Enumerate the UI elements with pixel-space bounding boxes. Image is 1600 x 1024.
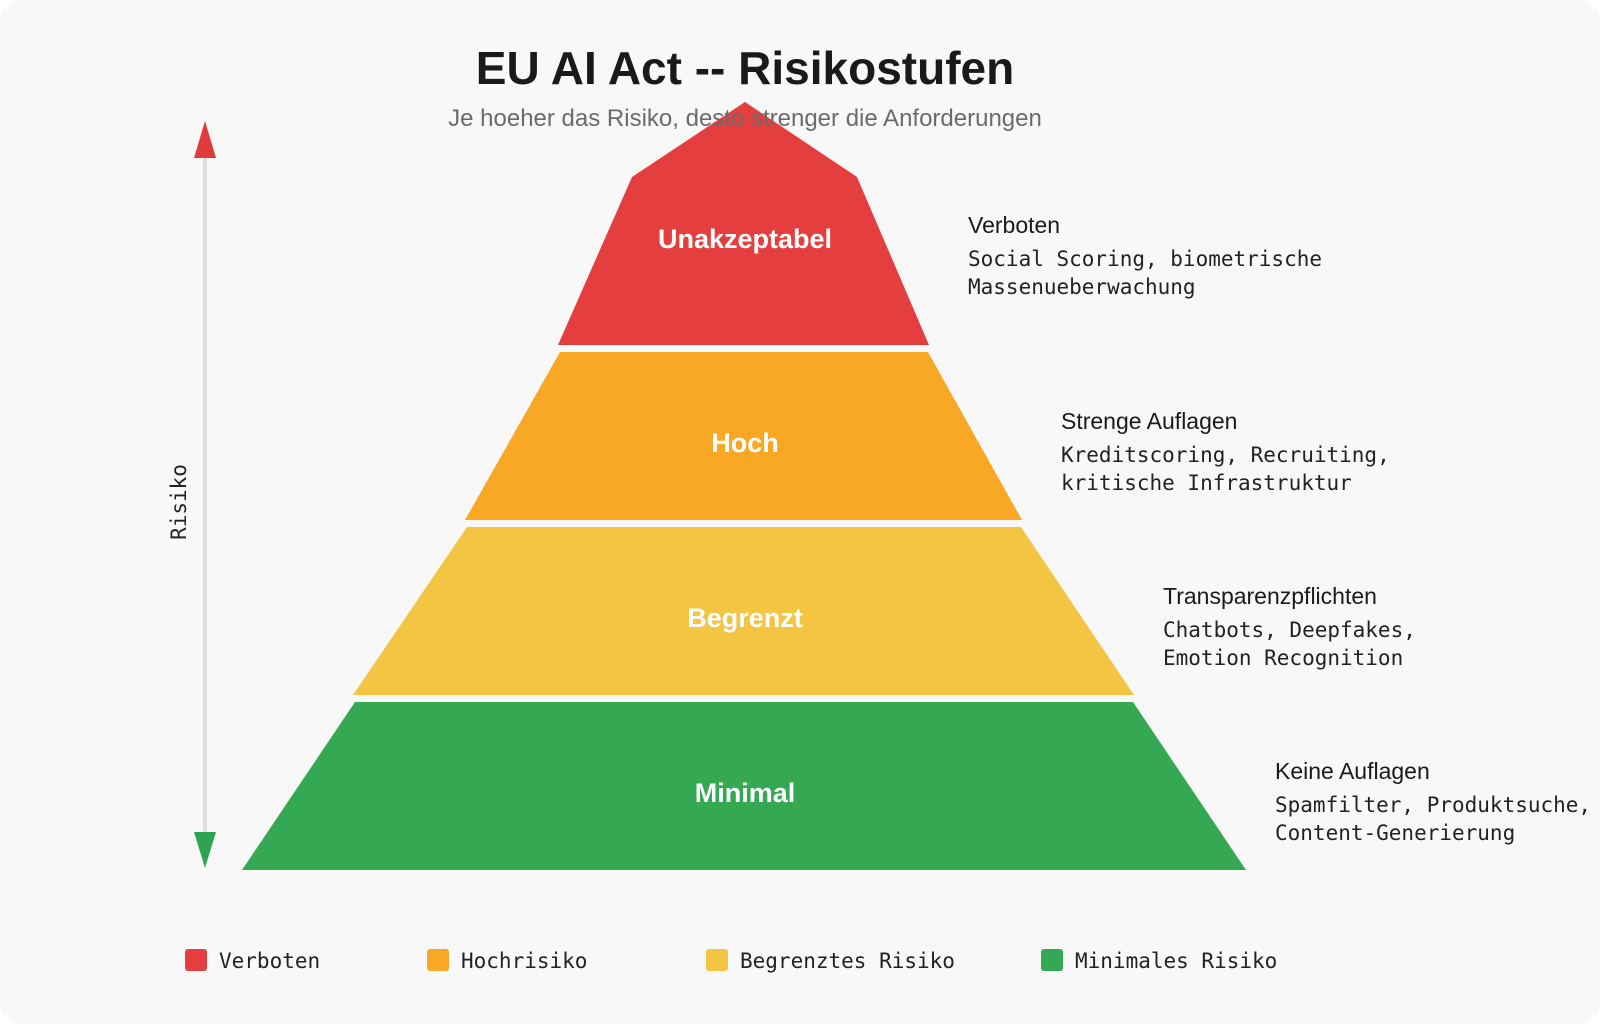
annotation-title: Strenge Auflagen	[1061, 408, 1237, 434]
risk-axis-label: Risiko	[167, 464, 191, 540]
annotation-hoch: Strenge Auflagen Kreditscoring, Recruiti…	[1061, 408, 1390, 495]
tier-label-hoch: Hoch	[711, 428, 779, 458]
annotation-title: Verboten	[968, 212, 1060, 238]
legend-item-hochrisiko: Hochrisiko	[427, 949, 587, 973]
legend-label: Begrenztes Risiko	[740, 949, 955, 973]
annotation-minimal: Keine Auflagen Spamfilter, Produktsuche,…	[1275, 758, 1591, 845]
annotation-desc-line: Spamfilter, Produktsuche,	[1275, 793, 1591, 817]
annotation-desc-line: Massenueberwachung	[968, 275, 1196, 299]
page-subtitle: Je hoeher das Risiko, desto strenger die…	[448, 105, 1042, 132]
annotation-desc-line: Social Scoring, biometrische	[968, 247, 1322, 271]
annotation-begrenzt: Transparenzpflichten Chatbots, Deepfakes…	[1163, 583, 1416, 670]
legend-swatch	[427, 949, 449, 971]
tier-label-unakzeptabel: Unakzeptabel	[658, 224, 832, 254]
annotation-unakzeptabel: Verboten Social Scoring, biometrische Ma…	[968, 212, 1322, 299]
legend-label: Hochrisiko	[461, 949, 587, 973]
annotation-desc-line: Kreditscoring, Recruiting,	[1061, 443, 1390, 467]
tier-band-hoch	[465, 352, 1022, 520]
legend-swatch	[185, 949, 207, 971]
legend-item-begrenztes-risiko: Begrenztes Risiko	[706, 949, 955, 973]
legend: Verboten Hochrisiko Begrenztes Risiko Mi…	[185, 949, 1277, 973]
legend-swatch	[706, 949, 728, 971]
page-title: EU AI Act -- Risikostufen	[476, 42, 1014, 94]
annotation-desc-line: Content-Generierung	[1275, 821, 1515, 845]
tier-band-minimal	[242, 702, 1246, 870]
legend-item-minimales-risiko: Minimales Risiko	[1041, 949, 1277, 973]
legend-label: Verboten	[219, 949, 320, 973]
pyramid-apex-overlay	[740, 102, 750, 106]
legend-swatch	[1041, 949, 1063, 971]
legend-label: Minimales Risiko	[1075, 949, 1277, 973]
annotation-title: Transparenzpflichten	[1163, 583, 1377, 609]
risk-axis: Risiko	[167, 121, 216, 868]
annotation-desc-line: kritische Infrastruktur	[1061, 471, 1352, 495]
annotation-desc-line: Emotion Recognition	[1163, 646, 1403, 670]
pyramid-apex	[632, 102, 857, 177]
arrow-up-icon	[194, 121, 216, 158]
tier-label-begrenzt: Begrenzt	[687, 603, 803, 633]
tier-label-minimal: Minimal	[695, 778, 796, 808]
legend-item-verboten: Verboten	[185, 949, 320, 973]
annotation-title: Keine Auflagen	[1275, 758, 1430, 784]
tier-band-unakzeptabel	[558, 177, 929, 345]
tier-band-begrenzt	[353, 527, 1134, 695]
arrow-down-icon	[194, 832, 216, 868]
annotation-desc-line: Chatbots, Deepfakes,	[1163, 618, 1416, 642]
